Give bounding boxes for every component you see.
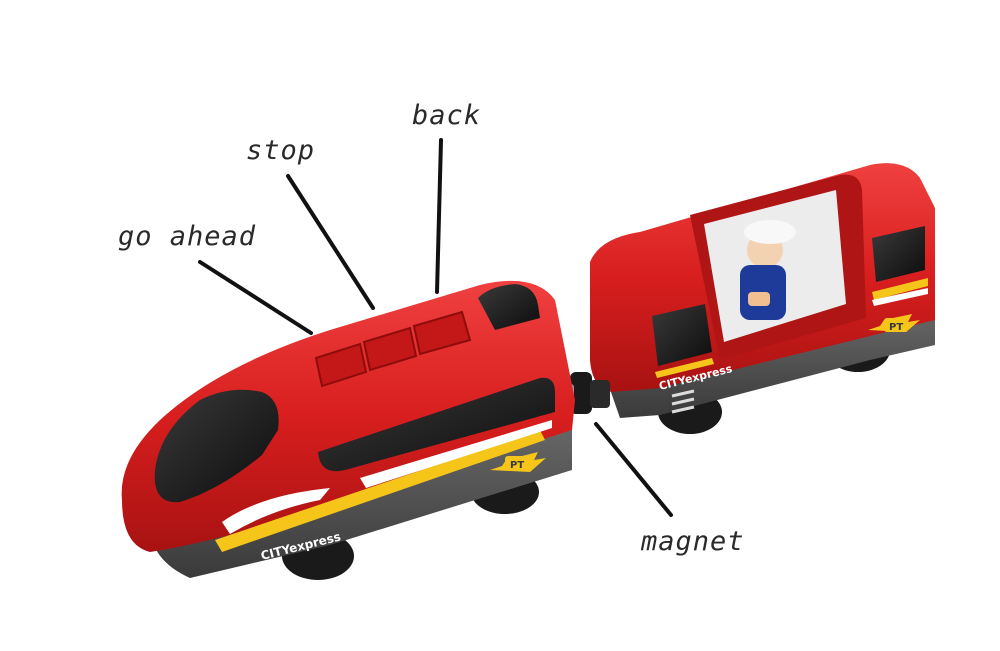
magnet-label: magnet [641, 526, 745, 557]
locomotive: PT CITYexpress [121, 280, 576, 580]
pointer-lines [198, 138, 673, 517]
carriage-stripe [655, 358, 714, 378]
passenger-hand [748, 292, 770, 306]
go-ahead-label: go ahead [118, 221, 257, 252]
locomotive-stripe [215, 430, 545, 552]
locomotive-top-light [478, 284, 540, 330]
carriage-vent [671, 389, 695, 414]
back-label: back [412, 100, 482, 131]
locomotive-windshield [154, 389, 279, 503]
passenger-carriage: PT CITYexpress [590, 163, 935, 434]
passenger-hat [744, 220, 796, 244]
roof-control-buttons [314, 310, 472, 388]
locomotive-side-window [318, 377, 555, 472]
carriage-pt-badge: PT [868, 314, 920, 333]
stop-label: stop [246, 135, 316, 166]
locomotive-pt-badge: PT [490, 452, 546, 472]
carriage-side-window [872, 226, 925, 282]
svg-text:PT: PT [889, 322, 903, 333]
carriage-stripe [872, 288, 928, 306]
back-button [412, 310, 472, 356]
carriage-side-window [652, 304, 712, 366]
go-ahead-button [314, 342, 368, 388]
go-ahead-pointer-line [198, 260, 313, 335]
locomotive-stripe [360, 420, 552, 488]
stop-pointer-line [286, 174, 375, 310]
svg-text:PT: PT [510, 460, 524, 471]
locomotive-stripe [222, 488, 330, 534]
carriage-stripe [872, 278, 928, 300]
back-pointer-line [435, 138, 443, 294]
magnet-pointer-line [594, 422, 673, 517]
stop-button [362, 326, 418, 372]
locomotive-body [121, 280, 576, 552]
